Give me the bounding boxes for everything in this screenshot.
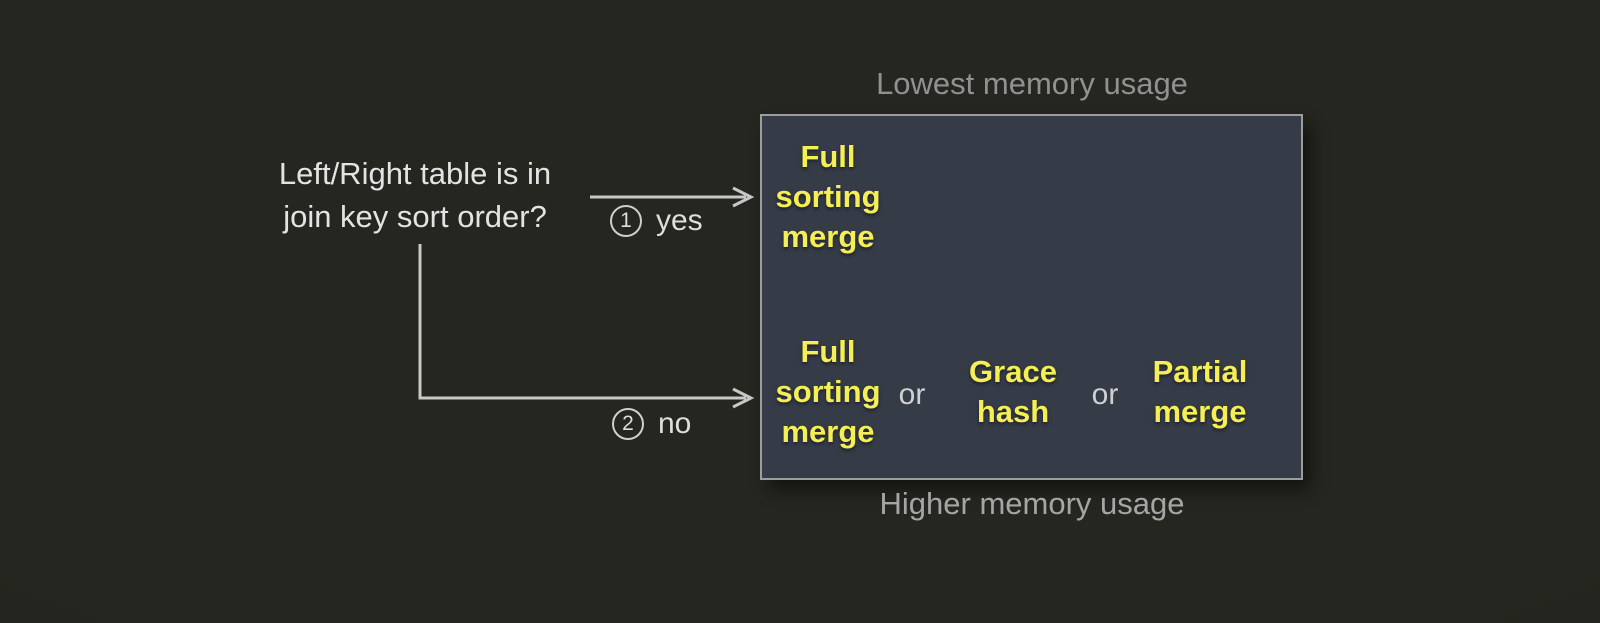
no-text: no [658, 407, 692, 440]
circled-1-badge: 1 [610, 205, 642, 237]
algorithm-matrix-box [760, 114, 1303, 480]
algo-full-sorting-merge-unsorted: Full sorting merge [775, 334, 881, 449]
algo-partial-merge: Partial merge [1152, 354, 1248, 429]
or-separator-2: or [1091, 378, 1119, 411]
no-arrow [418, 244, 755, 409]
algo-grace-hash: Grace hash [969, 354, 1057, 429]
circled-2-badge: 2 [612, 408, 644, 440]
memory-usage-bottom-label: Higher memory usage [879, 486, 1185, 521]
algo-full-sorting-merge-sorted: Full sorting merge [775, 139, 881, 254]
branch-yes-label: 1 yes [610, 204, 703, 238]
memory-usage-top-label: Lowest memory usage [876, 66, 1188, 101]
yes-text: yes [656, 204, 703, 237]
or-separator-1: or [898, 378, 926, 411]
branch-no-label: 2 no [612, 407, 691, 441]
question-text: Left/Right table is in join key sort ord… [278, 156, 552, 234]
